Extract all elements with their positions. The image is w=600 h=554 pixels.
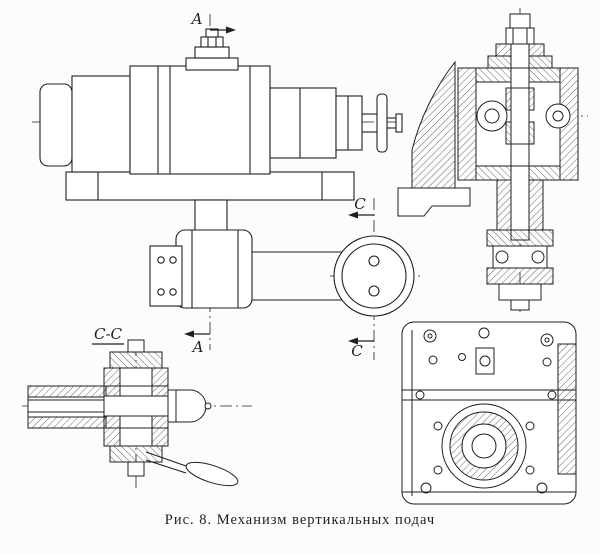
view-side-elevation [39,28,415,317]
main-bore [441,403,527,489]
section-label-a-bottom: А [191,338,203,356]
view-housing-front [401,321,577,505]
section-label-c-top: С [354,195,366,213]
ball-handle [145,451,239,487]
flange-edge-strip [557,343,577,475]
motor-body [129,65,271,175]
detent-pin [167,389,207,423]
base-plate [65,171,355,201]
section-label-a-top: А [190,10,202,28]
vertical-shaft [510,43,530,241]
section-arrow [184,330,194,338]
section-label-cc: С-С [94,325,123,343]
motor-left-cap [39,83,73,167]
view-vertical-section [397,13,579,311]
figure-caption: Рис. 8. Механизм вертикальных подач [164,512,436,528]
section-arrow [348,211,358,219]
detent-housing [103,339,169,477]
view-section-cc [27,339,239,487]
bolt-plate [149,245,183,307]
handwheel-disc [376,93,388,153]
section-arrow [348,337,358,345]
section-arrow [226,26,236,34]
bore-bolts [420,421,548,494]
bracket-foot [397,187,471,217]
bearing-left [476,100,508,132]
bottom-flange-stack [486,229,554,311]
top-screw-stack [185,28,239,71]
bearing-right [545,103,571,129]
swing-housing [175,229,253,309]
cast-bracket [411,60,456,189]
top-bolts [423,327,554,367]
flange-circle [333,235,415,317]
section-label-c-bottom: С [351,342,363,360]
section-markers: А А С С С-С [92,10,374,360]
